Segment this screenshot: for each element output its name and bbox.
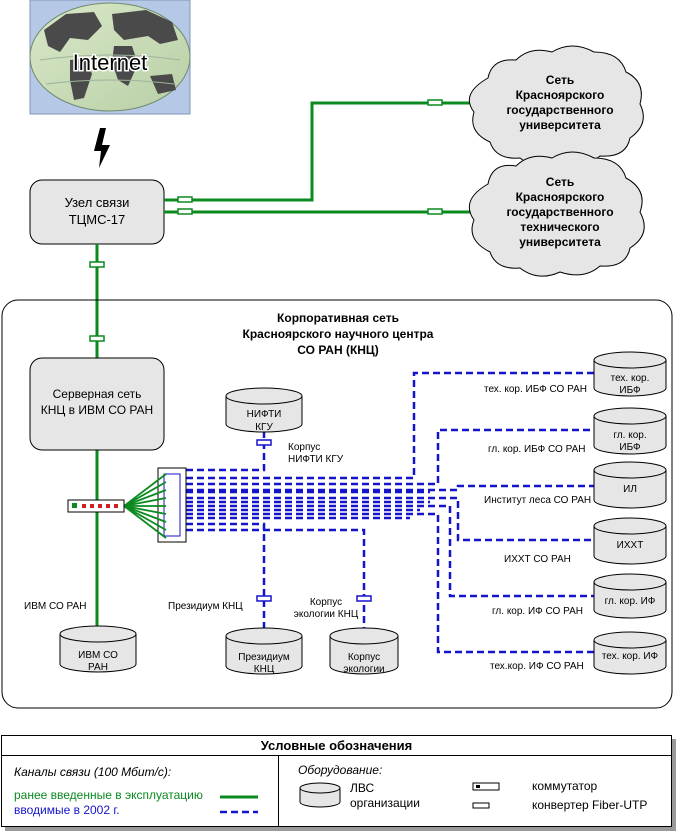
server-network-node[interactable]: Серверная сеть КНЦ в ИВМ СО РАН (29, 357, 165, 451)
cloud-kgtu-line-5: университета (519, 235, 601, 249)
db-nifti-label-2: КГУ (255, 422, 273, 433)
legend-switch-icon (472, 782, 500, 791)
switch-icon (67, 499, 125, 513)
hub-label-2: ТЦМС-17 (69, 212, 126, 227)
db-ivm[interactable]: ИВМ СО РАН (59, 625, 137, 673)
fiber-converters-blue (256, 439, 372, 602)
db-right-1-label-2: ИБФ (619, 442, 641, 453)
green-fan-links (123, 473, 167, 539)
legend-existing-line (220, 795, 258, 799)
cloud-kgtu-line-3: государственного (506, 205, 613, 219)
internet-label: Internet (73, 50, 148, 75)
fiber-converters-green (89, 99, 443, 342)
db-nifti[interactable]: НИФТИ КГУ (225, 387, 303, 433)
legend-converter-icon (472, 802, 490, 809)
cloud-kgu-line-3: государственного (506, 103, 613, 117)
db-presidium-label-1: Президиум (238, 652, 290, 663)
db-nifti-label-1: НИФТИ (247, 409, 282, 420)
db-right-3[interactable]: ИХХТ (593, 517, 667, 565)
legend: Условные обозначения Каналы связи (100 М… (1, 735, 672, 827)
internet-globe-image: Internet (29, 0, 191, 115)
corporate-network-area (1, 299, 673, 709)
corp-title-3: СО РАН (КНЦ) (297, 343, 378, 357)
db-ecology[interactable]: Корпус экологии (329, 627, 399, 675)
lbl-nifti-2: НИФТИ КГУ (288, 454, 344, 465)
lbl-right-0: тех. кор. ИБФ СО РАН (484, 384, 587, 395)
legend-lan-icon (299, 782, 341, 808)
db-ivm-label-1: ИВМ СО (78, 650, 118, 661)
cloud-kgtu-line-1: Сеть (546, 175, 574, 189)
lbl-presidium: Президиум КНЦ (168, 601, 243, 612)
lbl-right-1: гл. кор. ИБФ СО РАН (488, 444, 585, 455)
hub-label-1: Узел связи (65, 195, 130, 210)
db-ecology-label-1: Корпус (348, 652, 380, 663)
server-net-label-2: КНЦ в ИВМ СО РАН (41, 403, 153, 417)
lbl-nifti-1: Корпус (288, 442, 320, 453)
legend-converter-label: конвертер Fiber-UTP (532, 798, 648, 812)
cloud-kgtu-line-2: Красноярского (516, 190, 605, 204)
hub-node[interactable]: Узел связи ТЦМС-17 (29, 179, 165, 245)
new-links-2002 (186, 371, 596, 654)
legend-divider (278, 755, 279, 827)
db-presidium-label-2: КНЦ (254, 664, 275, 675)
db-right-1-label-1: гл. кор. (613, 430, 646, 441)
legend-lan-label-2: организации (350, 796, 420, 810)
legend-lan-label-1: ЛВС (350, 781, 375, 795)
legend-title: Условные обозначения (2, 736, 671, 756)
cloud-kgtu-line-4: технического (520, 220, 599, 234)
corp-title-2: Красноярского научного центра (243, 327, 434, 341)
db-ivm-label-2: РАН (88, 662, 108, 673)
lbl-ecology-2: экологии КНЦ (294, 609, 359, 620)
db-right-2[interactable]: ИЛ (593, 461, 667, 509)
db-right-5[interactable]: тех. кор. ИФ (593, 631, 667, 675)
db-right-4-label-1: гл. кор. ИФ (605, 596, 656, 607)
legend-switch-label: коммутатор (532, 779, 598, 793)
db-right-0-label-1: тех. кор. (611, 373, 650, 384)
legend-new-label: вводимые в 2002 г. (14, 803, 120, 817)
patch-panel (157, 467, 187, 543)
legend-equipment-title: Оборудование: (298, 763, 383, 777)
db-right-0[interactable]: тех. кор. ИБФ (593, 351, 667, 397)
lbl-ecology-1: Корпус (310, 597, 342, 608)
db-ecology-label-2: экологии (343, 664, 384, 675)
cloud-kgtu[interactable]: Сеть Красноярского государственного техн… (468, 151, 645, 277)
db-right-1[interactable]: гл. кор. ИБФ (593, 407, 667, 455)
server-net-label-1: Серверная сеть (53, 387, 142, 401)
corp-title-1: Корпоративная сеть (277, 311, 399, 325)
lbl-ivm: ИВМ СО РАН (24, 601, 86, 612)
legend-existing-label: ранее введенные в эксплуатацию (14, 788, 203, 802)
legend-channels-title: Каналы связи (100 Мбит/с): (14, 765, 172, 779)
cloud-kgu[interactable]: Сеть Красноярского государственного унив… (468, 45, 644, 167)
cloud-kgu-line-4: университета (519, 118, 601, 132)
db-right-4[interactable]: гл. кор. ИФ (593, 573, 667, 619)
db-right-3-label-1: ИХХТ (617, 540, 644, 551)
wireless-link-icon (94, 128, 110, 168)
db-right-0-label-2: ИБФ (619, 385, 641, 396)
legend-new-line (220, 810, 258, 814)
lbl-right-3: ИХХТ СО РАН (504, 554, 571, 565)
lbl-right-4: гл. кор. ИФ СО РАН (492, 606, 583, 617)
db-right-5-label-1: тех. кор. ИФ (602, 651, 659, 662)
db-presidium[interactable]: Президиум КНЦ (225, 627, 303, 675)
db-right-2-label-1: ИЛ (623, 484, 637, 495)
cloud-kgu-line-2: Красноярского (516, 88, 605, 102)
cloud-kgu-line-1: Сеть (546, 73, 574, 87)
lbl-right-5: тех.кор. ИФ СО РАН (490, 661, 584, 672)
lbl-right-2: Институт леса СО РАН (484, 495, 591, 506)
